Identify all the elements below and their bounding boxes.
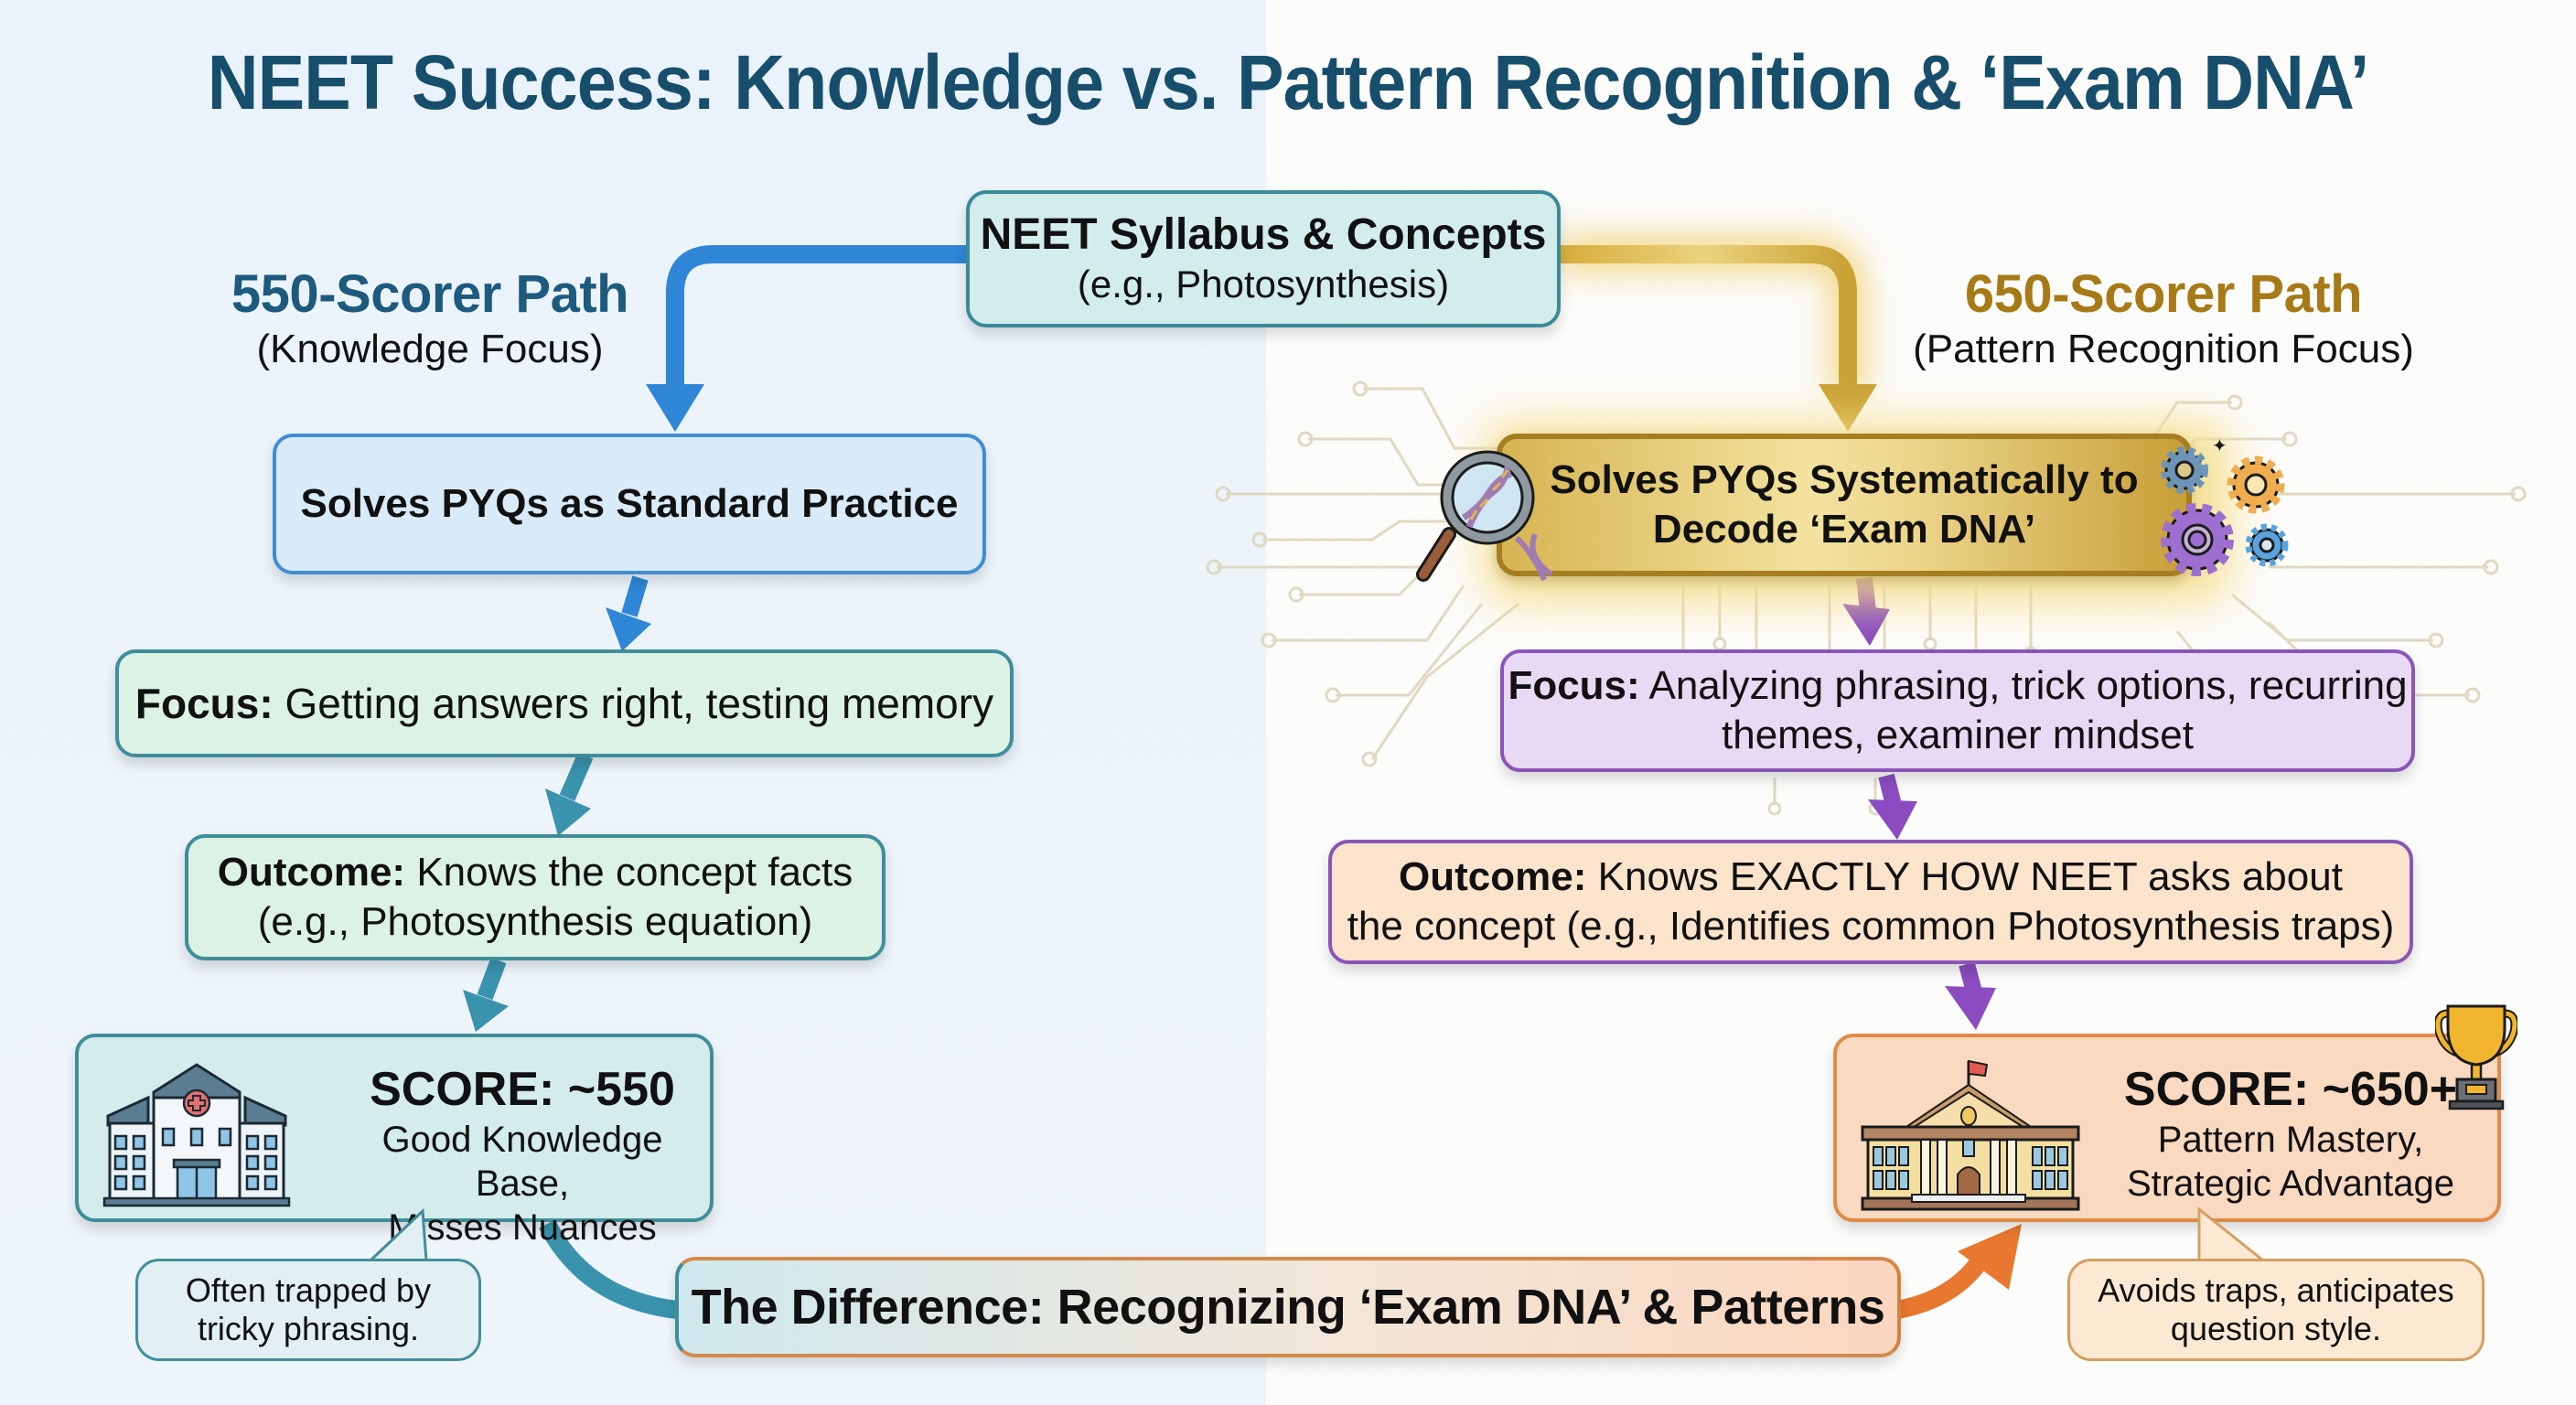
left-outcome-text-1: Knows the concept facts [405, 850, 853, 895]
left-step1-text: Solves PYQs as Standard Practice [300, 481, 959, 526]
right-focus-label: Focus: [1508, 663, 1640, 708]
right-focus-text-1: Analyzing phrasing, trick options, recur… [1639, 663, 2408, 708]
arrow-right-focus-to-outcome [1878, 773, 1902, 808]
difference-banner: The Difference: Recognizing ‘Exam DNA’ &… [675, 1257, 1901, 1357]
right-outcome-text-2: the concept (e.g., Identifies common Pho… [1347, 904, 2395, 949]
right-step1-text-2: Decode ‘Exam DNA’ [1652, 507, 2036, 552]
left-score-line2: Misses Nuances [388, 1207, 657, 1248]
arrow-left-focus-to-outcome [559, 752, 594, 801]
right-step1-text-1: Solves PYQs Systematically to [1550, 457, 2139, 502]
arrow-left-outcome-to-score [477, 957, 507, 1001]
left-step1-node: Solves PYQs as Standard Practice [273, 434, 986, 574]
right-path-subtitle: (Pattern Recognition Focus) [1913, 327, 2414, 371]
left-score-line1: Good Knowledge Base, [381, 1120, 663, 1204]
arrow-source-to-left-head [646, 384, 704, 432]
right-path-heading: 650-Scorer Path (Pattern Recognition Foc… [1866, 263, 2461, 372]
right-callout: Avoids traps, anticipates question style… [2067, 1259, 2485, 1361]
left-path-heading: 550-Scorer Path (Knowledge Focus) [201, 263, 659, 372]
hospital-building-icon [102, 1063, 291, 1207]
arrow-left-score-to-banner [539, 1219, 679, 1319]
left-callout: Often trapped by tricky phrasing. [135, 1259, 481, 1361]
trophy-icon [2435, 1004, 2517, 1110]
source-node-title: NEET Syllabus & Concepts [980, 210, 1547, 259]
arrow-banner-to-right-score-head [1958, 1224, 2022, 1290]
right-step1-node: Solves PYQs Systematically to Decode ‘Ex… [1497, 434, 2192, 576]
right-outcome-label: Outcome: [1399, 854, 1587, 899]
svg-text:✦: ✦ [2212, 437, 2227, 456]
right-focus-node: Focus: Analyzing phrasing, trick options… [1500, 649, 2415, 772]
right-callout-line2: question style. [2170, 1310, 2382, 1347]
left-outcome-node: Outcome: Knows the concept facts (e.g., … [185, 834, 886, 960]
right-score-title: SCORE: ~650+ [2123, 1063, 2458, 1116]
arrow-source-to-right-head [1819, 384, 1877, 432]
right-focus-text-2: themes, examiner mindset [1722, 713, 2194, 757]
left-callout-line2: tricky phrasing. [197, 1310, 420, 1347]
left-outcome-text-2: (e.g., Photosynthesis equation) [257, 899, 813, 944]
left-path-title: 550-Scorer Path [231, 264, 629, 324]
right-score-line2: Strategic Advantage [2126, 1164, 2455, 1204]
right-outcome-text-1: Knows EXACTLY HOW NEET asks about [1586, 854, 2343, 899]
right-score-node: SCORE: ~650+ Pattern Mastery, Strategic … [1833, 1034, 2501, 1222]
university-building-icon [1861, 1059, 2080, 1211]
left-score-title: SCORE: ~550 [370, 1063, 675, 1116]
magnifier-dna-icon [1416, 450, 1553, 582]
left-callout-line1: Often trapped by [185, 1271, 432, 1309]
arrow-source-to-right [1560, 245, 1857, 393]
arrow-source-to-left [666, 245, 968, 393]
gears-icon: ✦ [2161, 437, 2289, 576]
left-path-subtitle: (Knowledge Focus) [256, 327, 604, 371]
source-node: NEET Syllabus & Concepts (e.g., Photosyn… [966, 190, 1561, 327]
source-node-subtitle: (e.g., Photosynthesis) [1077, 263, 1450, 306]
left-focus-node: Focus: Getting answers right, testing me… [115, 649, 1014, 757]
left-focus-text: Getting answers right, testing memory [273, 680, 994, 727]
right-callout-line1: Avoids traps, anticipates [2098, 1271, 2454, 1309]
page-title: NEET Success: Knowledge vs. Pattern Reco… [207, 39, 2369, 125]
difference-banner-text: The Difference: Recognizing ‘Exam DNA’ &… [691, 1280, 1885, 1335]
left-score-node: SCORE: ~550 Good Knowledge Base, Misses … [75, 1034, 714, 1248]
arrow-left-step1-to-focus [621, 575, 649, 617]
right-score-line1: Pattern Mastery, [2157, 1120, 2424, 1160]
right-outcome-node: Outcome: Knows EXACTLY HOW NEET asks abo… [1328, 840, 2413, 964]
arrow-right-outcome-to-score [1959, 961, 1982, 994]
left-focus-label: Focus: [134, 680, 274, 727]
left-outcome-label: Outcome: [217, 850, 406, 895]
right-path-title: 650-Scorer Path [1964, 264, 2363, 324]
